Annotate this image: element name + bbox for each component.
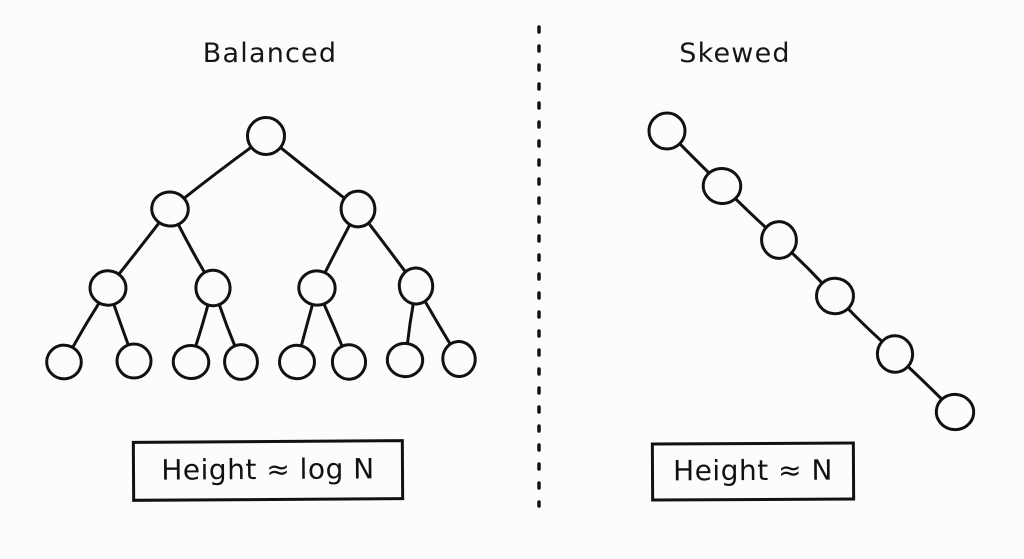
balanced-tree-node [278, 343, 316, 381]
skewed-tree-edge [905, 364, 945, 402]
skewed-tree-node-circle [934, 392, 976, 432]
balanced-tree-node [150, 190, 190, 228]
skewed-tree-node [701, 166, 743, 206]
skewed-tree-edges [677, 141, 945, 402]
balanced-tree-node-circle [246, 116, 286, 156]
balanced-tree-node [45, 343, 83, 381]
balanced-tree-node-circle [150, 190, 190, 228]
balanced-tree-node [339, 189, 377, 229]
balanced-tree-edge [366, 220, 408, 275]
skewed-tree-node [815, 276, 855, 316]
balanced-tree-edge [299, 301, 315, 349]
balanced-tree-node [115, 342, 153, 380]
balanced-tree-node [441, 340, 477, 378]
formula-text-balanced: Height ≈ log N [161, 452, 375, 487]
balanced-tree-edge [111, 301, 131, 348]
balanced-tree-edges [70, 144, 453, 351]
balanced-tree-node [246, 116, 286, 156]
formula-box-balanced: Height ≈ log N [131, 439, 405, 502]
skewed-tree-node [760, 220, 798, 260]
formula-text-skewed: Height ≈ N [673, 453, 833, 488]
balanced-tree-node [223, 343, 259, 381]
balanced-tree-node [330, 343, 368, 381]
skewed-tree-edge [789, 250, 825, 286]
balanced-tree-edge [321, 301, 345, 350]
balanced-tree-edge [422, 298, 453, 348]
formula-box-skewed: Height ≈ N [650, 441, 856, 502]
balanced-tree-node [88, 269, 128, 307]
balanced-tree-node [297, 269, 337, 307]
skewed-tree-node [934, 392, 976, 432]
skewed-tree-edge [845, 306, 885, 344]
balanced-tree-node-circle [223, 343, 259, 381]
balanced-tree-edge [277, 145, 347, 201]
skewed-tree-edge [732, 195, 769, 231]
skewed-tree-node-circle [647, 111, 687, 151]
balanced-tree-edge [116, 220, 162, 277]
skewed-tree-node-circle [701, 166, 743, 206]
skewed-tree-node [875, 334, 915, 374]
balanced-tree-node-circle [88, 269, 128, 307]
balanced-tree-node [397, 266, 435, 306]
balanced-tree-node [194, 268, 232, 308]
panel-title-skewed: Skewed [679, 38, 791, 69]
skewed-tree-node [647, 111, 687, 151]
balanced-tree-node [385, 341, 425, 379]
balanced-tree-node-circle [397, 266, 435, 306]
balanced-tree-edge [176, 221, 207, 276]
balanced-tree-node-circle [330, 343, 368, 381]
balanced-tree-node-circle [278, 343, 316, 381]
balanced-tree-node-circle [385, 341, 425, 379]
skewed-tree-node-circle [875, 334, 915, 374]
balanced-tree-node-circle [441, 340, 477, 378]
skewed-tree-node-circle [760, 220, 798, 260]
skewed-tree-node-circle [815, 276, 855, 316]
balanced-tree-node-circle [297, 269, 337, 307]
skewed-tree-edge [677, 141, 712, 176]
balanced-tree-edge [181, 144, 254, 201]
balanced-tree-node-circle [45, 343, 83, 381]
balanced-tree-node-circle [115, 342, 153, 380]
balanced-tree-node-circle [339, 189, 377, 229]
balanced-tree-edge [405, 300, 416, 347]
balanced-tree-edge [70, 300, 102, 351]
skewed-tree-nodes [647, 111, 976, 432]
balanced-tree-node [171, 343, 211, 381]
balanced-tree-nodes [45, 116, 477, 381]
balanced-tree-edge [322, 221, 353, 276]
panel-title-balanced: Balanced [202, 38, 338, 69]
balanced-tree-node-circle [194, 268, 232, 308]
balanced-tree-edge [193, 301, 210, 349]
balanced-tree-node-circle [171, 343, 211, 381]
balanced-tree-edge [217, 301, 237, 349]
